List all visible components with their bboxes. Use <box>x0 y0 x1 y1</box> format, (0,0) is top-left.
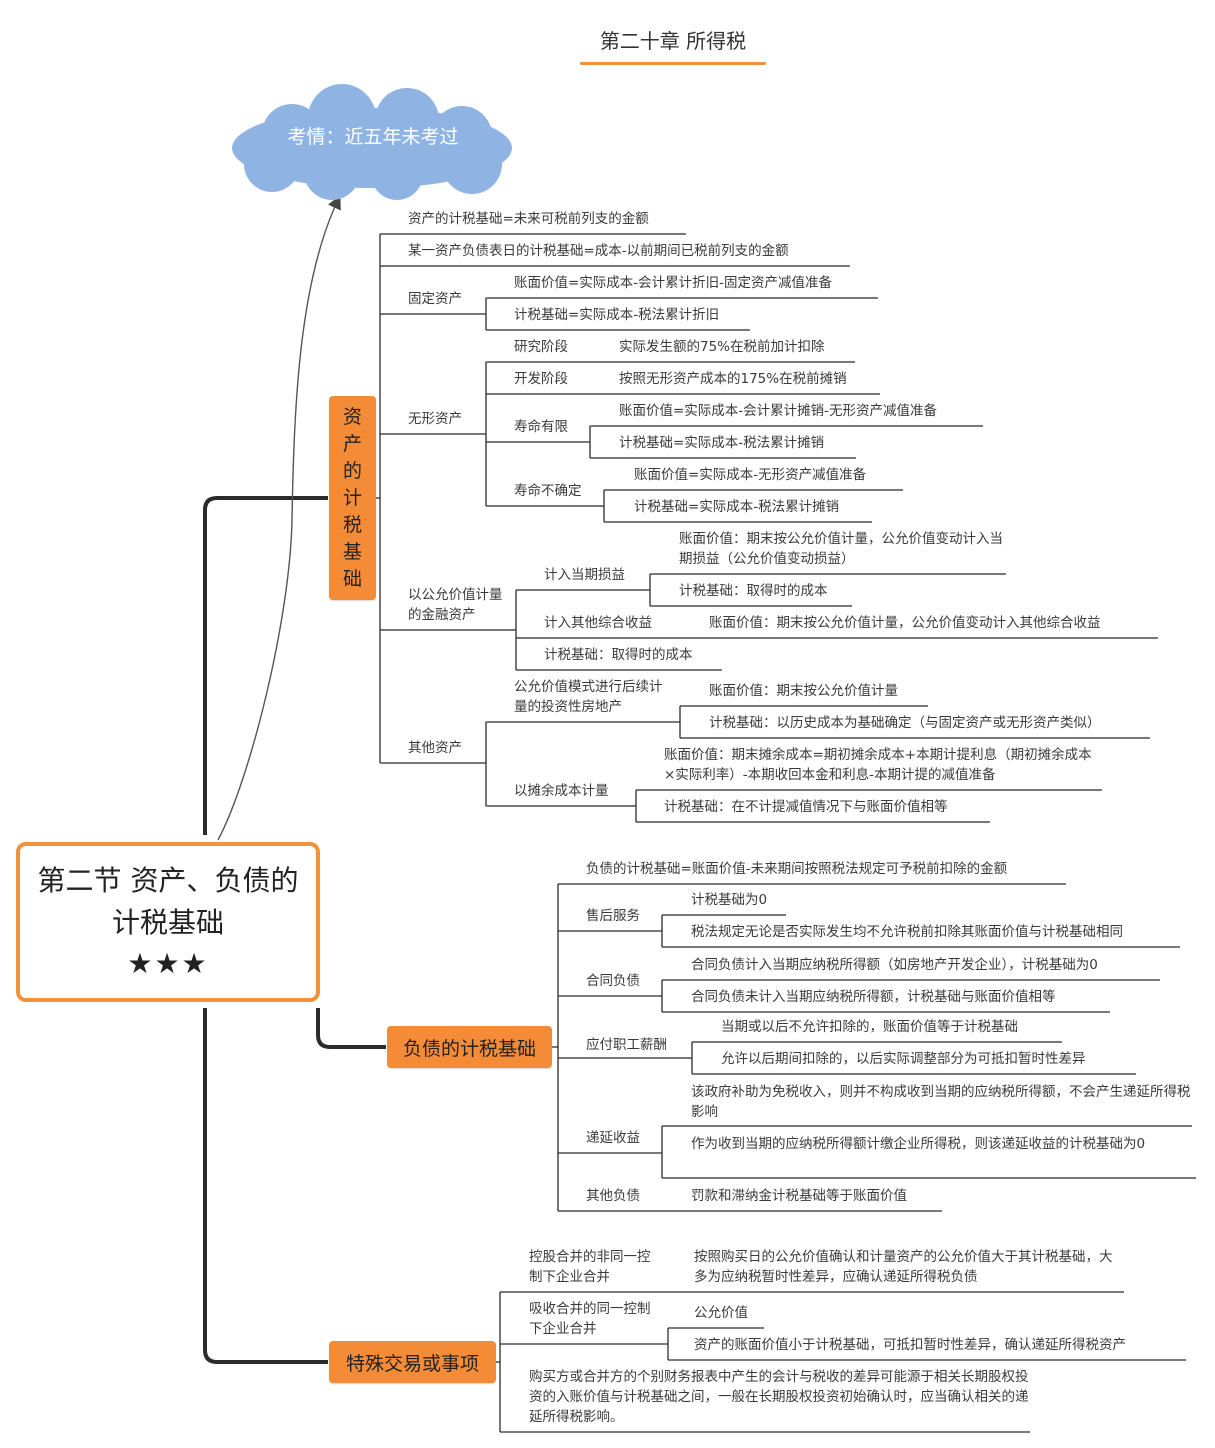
contract-liability-taxed: 合同负债计入当期应纳税所得额（如房地产开发企业），计税基础为0 <box>691 957 1098 973</box>
special-note: 购买方或合并方的个别财务报表中产生的会计与税收的差异可能源于相关长期股权投资的入… <box>529 1369 1029 1425</box>
amortized-cost-tax-base: 计税基础：在不计提减值情况下与账面价值相等 <box>664 799 948 815</box>
branch-special-transactions[interactable]: 特殊交易或事项 <box>329 1341 496 1383</box>
central-topic[interactable]: 第二节 资产、负债的计税基础 ★★★ <box>16 842 320 1002</box>
contract-liability-untaxed: 合同负债未计入当期应纳税所得额，计税基础与账面价值相等 <box>691 989 1056 1005</box>
branch-liabilities-tax-base[interactable]: 负债的计税基础 <box>387 1026 552 1068</box>
indefinite-life-label: 寿命不确定 <box>514 483 582 499</box>
indefinite-life-tax-base: 计税基础=实际成本-税法累计摊销 <box>634 499 840 515</box>
fvpl-label: 计入当期损益 <box>544 567 625 583</box>
common-control-merger-label: 吸收合并的同一控制下企业合并 <box>529 1301 651 1337</box>
payroll-deductible-later: 允许以后期间扣除的，以后实际调整部分为可抵扣暂时性差异 <box>721 1051 1086 1067</box>
amortized-cost-label: 以摊余成本计量 <box>514 783 609 799</box>
fixed-asset-label: 固定资产 <box>408 291 462 307</box>
other-assets-label: 其他资产 <box>408 740 462 756</box>
aftersale-tax-base-zero: 计税基础为0 <box>691 892 768 908</box>
fvoci-label: 计入其他综合收益 <box>544 615 652 631</box>
aftersale-service-label: 售后服务 <box>586 908 640 924</box>
liability-definition: 负债的计税基础=账面价值-未来期间按照税法规定可予税前扣除的金额 <box>586 861 1008 877</box>
fines-tax-base: 罚款和滞纳金计税基础等于账面价值 <box>691 1188 907 1204</box>
common-control-fair-value: 公允价值 <box>694 1305 748 1321</box>
fvpl-book-value: 账面价值：期末按公允价值计量，公允价值变动计入当期损益（公允价值变动损益） <box>679 531 1003 567</box>
branch-char: 税 <box>342 513 362 536</box>
branch-char: 的 <box>342 459 362 482</box>
branch-char: 资 <box>342 405 362 428</box>
non-common-control-merger-label: 控股合并的非同一控制下企业合并 <box>529 1249 651 1285</box>
fv-financial-asset-label: 以公允价值计量的金融资产 <box>408 587 503 623</box>
exam-info-text: 考情：近五年未考过 <box>287 126 459 148</box>
research-stage-label: 研究阶段 <box>514 339 568 355</box>
branch-char: 计 <box>342 486 362 509</box>
research-stage-rule: 实际发生额的75%在税前加计扣除 <box>619 339 825 355</box>
investment-property-book-value: 账面价值：期末按公允价值计量 <box>709 683 898 699</box>
finite-life-label: 寿命有限 <box>514 419 568 435</box>
fvoci-tax-base: 计税基础：取得时的成本 <box>544 647 693 663</box>
asset-balance-date-base: 某一资产负债表日的计税基础=成本-以前期间已税前列支的金额 <box>408 243 789 259</box>
deferred-income-taxable: 作为收到当期的应纳税所得额计缴企业所得税，则该递延收益的计税基础为0 <box>691 1136 1146 1152</box>
investment-property-label: 公允价值模式进行后续计量的投资性房地产 <box>514 679 663 715</box>
investment-property-tax-base: 计税基础：以历史成本为基础确定（与固定资产或无形资产类似） <box>709 715 1101 731</box>
difficulty-stars: ★★★ <box>127 947 209 980</box>
branch-assets-tax-base[interactable]: 资 产 的 计 税 基 础 <box>329 396 376 600</box>
chapter-title: 第二十章 所得税 <box>599 29 747 53</box>
branch-char: 产 <box>342 432 362 455</box>
fixed-asset-book-value: 账面价值=实际成本-会计累计折旧-固定资产减值准备 <box>514 275 833 291</box>
fixed-asset-tax-base: 计税基础=实际成本-税法累计折旧 <box>514 307 720 323</box>
central-topic-title: 第二节 资产、负债的计税基础 <box>37 864 299 939</box>
other-liabilities-label: 其他负债 <box>586 1188 640 1204</box>
fvpl-tax-base: 计税基础：取得时的成本 <box>679 583 828 599</box>
payroll-not-deductible: 当期或以后不允许扣除的，账面价值等于计税基础 <box>721 1019 1018 1035</box>
branch-char: 基 <box>342 540 362 563</box>
fvoci-book-value: 账面价值：期末按公允价值计量，公允价值变动计入其他综合收益 <box>709 615 1101 631</box>
intangible-asset-label: 无形资产 <box>408 411 462 427</box>
non-common-control-rule: 按照购买日的公允价值确认和计量资产的公允价值大于其计税基础，大多为应纳税暂时性差… <box>694 1249 1113 1285</box>
amortized-cost-book-value: 账面价值：期末摊余成本=期初摊余成本+本期计提利息（期初摊余成本×实际利率）-本… <box>664 747 1092 783</box>
aftersale-no-deduction: 税法规定无论是否实际发生均不允许税前扣除其账面价值与计税基础相同 <box>691 924 1123 940</box>
development-stage-label: 开发阶段 <box>514 371 568 387</box>
contract-liability-label: 合同负债 <box>586 973 640 989</box>
indefinite-life-book-value: 账面价值=实际成本-无形资产减值准备 <box>634 467 867 483</box>
deferred-income-label: 递延收益 <box>586 1130 640 1146</box>
finite-life-book-value: 账面价值=实际成本-会计累计摊销-无形资产减值准备 <box>619 403 938 419</box>
common-control-rule: 资产的账面价值小于计税基础，可抵扣暂时性差异，确认递延所得税资产 <box>694 1337 1126 1353</box>
title-underline <box>580 62 766 65</box>
branch-char: 础 <box>342 567 362 590</box>
cloud-shape <box>232 84 512 200</box>
payroll-label: 应付职工薪酬 <box>586 1037 667 1053</box>
deferred-income-tax-exempt: 该政府补助为免税收入，则并不构成收到当期的应纳税所得额，不会产生递延所得税影响 <box>691 1084 1191 1120</box>
asset-definition: 资产的计税基础=未来可税前列支的金额 <box>408 211 649 227</box>
development-stage-rule: 按照无形资产成本的175%在税前摊销 <box>619 371 847 387</box>
finite-life-tax-base: 计税基础=实际成本-税法累计摊销 <box>619 435 825 451</box>
